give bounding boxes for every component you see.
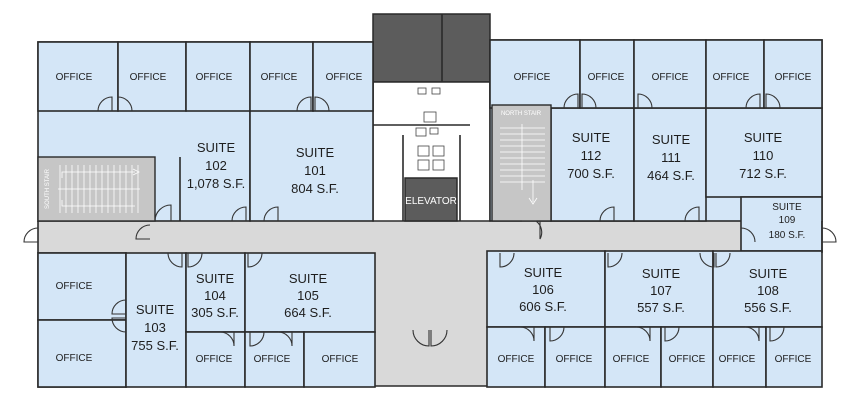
south-stair-label: SOUTH STAIR: [45, 168, 51, 209]
office-102b: [117, 41, 187, 112]
office-106a: [486, 326, 546, 388]
suite-area: 464 S.F.: [647, 168, 695, 183]
office-106b: [544, 326, 606, 388]
suite-103: [125, 252, 187, 388]
suite-number: 110: [753, 148, 774, 163]
office-102c: [185, 41, 251, 112]
suite-106: [486, 250, 606, 328]
suite-label: SUITE: [572, 130, 611, 145]
office-label: OFFICE: [719, 354, 756, 365]
office-label: OFFICE: [322, 354, 359, 365]
restroom-fixtures: [415, 87, 445, 171]
suite-area: 556 S.F.: [744, 300, 792, 315]
suite-label: SUITE: [652, 132, 691, 147]
suite-104: [185, 252, 246, 333]
office-label: OFFICE: [56, 72, 93, 83]
suite-number: 112: [581, 148, 602, 163]
south-stair-treads: [58, 165, 140, 213]
door-swings: [23, 93, 837, 347]
office-label: OFFICE: [326, 72, 363, 83]
suite-number: 104: [204, 288, 226, 303]
suite-area: 305 S.F.: [191, 305, 239, 320]
suite-label: SUITE: [296, 145, 335, 160]
office-label: OFFICE: [613, 354, 650, 365]
suite-110: [705, 107, 823, 198]
office-110a: [705, 39, 765, 109]
office-label: OFFICE: [652, 72, 689, 83]
suite-label: SUITE: [772, 202, 802, 213]
office-107b: [660, 326, 714, 388]
office-108a: [712, 326, 767, 388]
office-label: OFFICE: [196, 72, 233, 83]
suite-112: [550, 107, 635, 222]
suite-number: 109: [779, 215, 796, 226]
suite-label: SUITE: [289, 271, 328, 286]
mechanical-core: [372, 13, 491, 83]
suite-area: 664 S.F.: [284, 305, 332, 320]
suite-label: SUITE: [136, 302, 175, 317]
suite-number: 107: [650, 283, 672, 298]
north-stair-treads: [500, 124, 545, 205]
suite-label: SUITE: [749, 266, 788, 281]
suite-area: 700 S.F.: [567, 166, 615, 181]
office-label: OFFICE: [588, 72, 625, 83]
suite-number: 102: [205, 158, 227, 173]
office-105b: [303, 331, 376, 388]
suite-number: 108: [757, 283, 779, 298]
office-108b: [765, 326, 823, 388]
office-103b: [37, 319, 127, 388]
suite-number: 111: [661, 150, 681, 165]
suite-label: SUITE: [197, 140, 236, 155]
suite-area: 712 S.F.: [739, 166, 787, 181]
north-stair-label: NORTH STAIR: [501, 111, 542, 117]
elevator-label: ELEVATOR: [405, 196, 457, 207]
suite-111: [633, 107, 707, 222]
suite-number: 105: [297, 288, 319, 303]
north-stair: [491, 104, 552, 222]
suite-label: SUITE: [642, 266, 681, 281]
office-104a: [185, 331, 246, 388]
office-label: OFFICE: [261, 72, 298, 83]
suite-number: 103: [144, 320, 166, 335]
suite-area: 1,078 S.F.: [187, 176, 246, 191]
suite-label: SUITE: [196, 271, 235, 286]
suite-area: 804 S.F.: [291, 181, 339, 196]
suite-108: [712, 250, 823, 328]
office-label: OFFICE: [775, 354, 812, 365]
office-label: OFFICE: [130, 72, 167, 83]
office-label: OFFICE: [713, 72, 750, 83]
suite-105: [244, 252, 376, 333]
office-label: OFFICE: [196, 354, 233, 365]
office-label: OFFICE: [56, 353, 93, 364]
suite-area: 606 S.F.: [519, 299, 567, 314]
suite-area: 557 S.F.: [637, 300, 685, 315]
suite-area: 180 S.F.: [769, 230, 806, 241]
office-label: OFFICE: [56, 281, 93, 292]
office-101a: [249, 41, 314, 112]
office-label: OFFICE: [669, 354, 706, 365]
suite-area: 755 S.F.: [131, 338, 179, 353]
office-label: OFFICE: [498, 354, 535, 365]
office-label: OFFICE: [775, 72, 812, 83]
office-112b: [579, 39, 635, 109]
office-label: OFFICE: [514, 72, 551, 83]
office-label: OFFICE: [556, 354, 593, 365]
elevator: [404, 177, 458, 222]
suite-label: SUITE: [524, 265, 563, 280]
suite-label: SUITE: [744, 130, 783, 145]
suite-number: 101: [304, 163, 326, 178]
suite-number: 106: [532, 282, 554, 297]
office-105a: [244, 331, 305, 388]
office-label: OFFICE: [254, 354, 291, 365]
lobby-corridor: [375, 221, 487, 386]
